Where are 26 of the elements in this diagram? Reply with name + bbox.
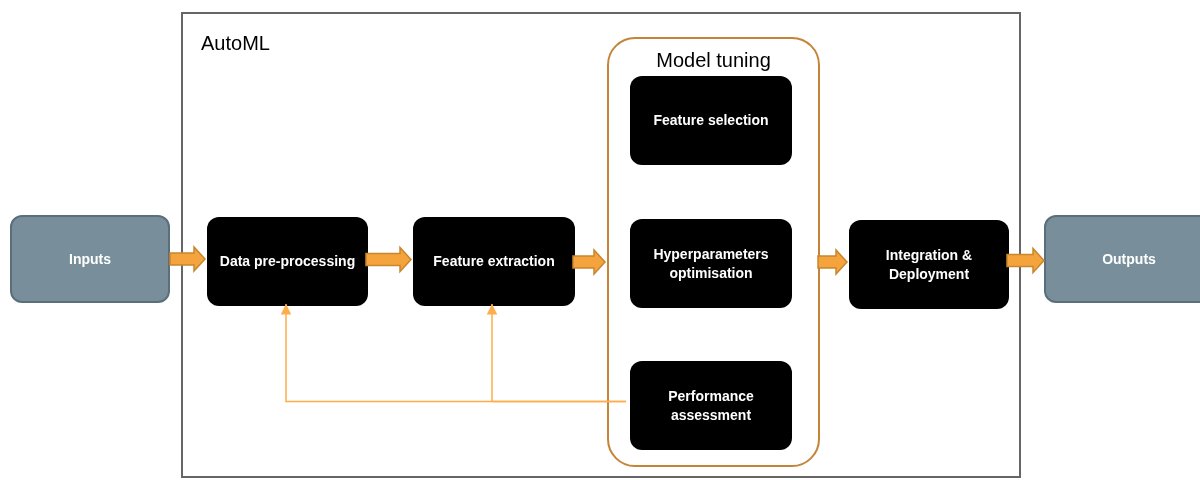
group-label: AutoML	[201, 31, 270, 56]
process-box	[630, 219, 792, 308]
block-arrow	[169, 245, 206, 273]
process-box	[207, 217, 368, 306]
process-box	[630, 76, 792, 165]
node-label: Hyperparameters optimisation	[652, 244, 770, 283]
node-label: Inputs	[68, 249, 112, 269]
node-label: Integration & Deployment	[884, 245, 974, 284]
node-label: Feature extraction	[432, 252, 556, 271]
node-label: Performance assessment	[667, 386, 755, 425]
node-label: Feature selection	[652, 111, 770, 130]
node-label: Data pre-processing	[218, 252, 357, 271]
node-label: Outputs	[1101, 249, 1157, 269]
process-box	[849, 220, 1009, 309]
group-label: Model tuning	[655, 48, 772, 73]
block-arrow	[365, 245, 412, 274]
process-box	[413, 217, 575, 306]
group-frame	[607, 37, 820, 467]
terminal-box	[10, 215, 170, 303]
block-arrow	[817, 248, 848, 276]
process-box	[630, 361, 792, 450]
feedback-arrow	[486, 303, 627, 403]
terminal-box	[1044, 215, 1200, 303]
block-arrow	[1006, 246, 1045, 275]
system-frame	[181, 12, 1021, 478]
block-arrow	[572, 248, 606, 276]
